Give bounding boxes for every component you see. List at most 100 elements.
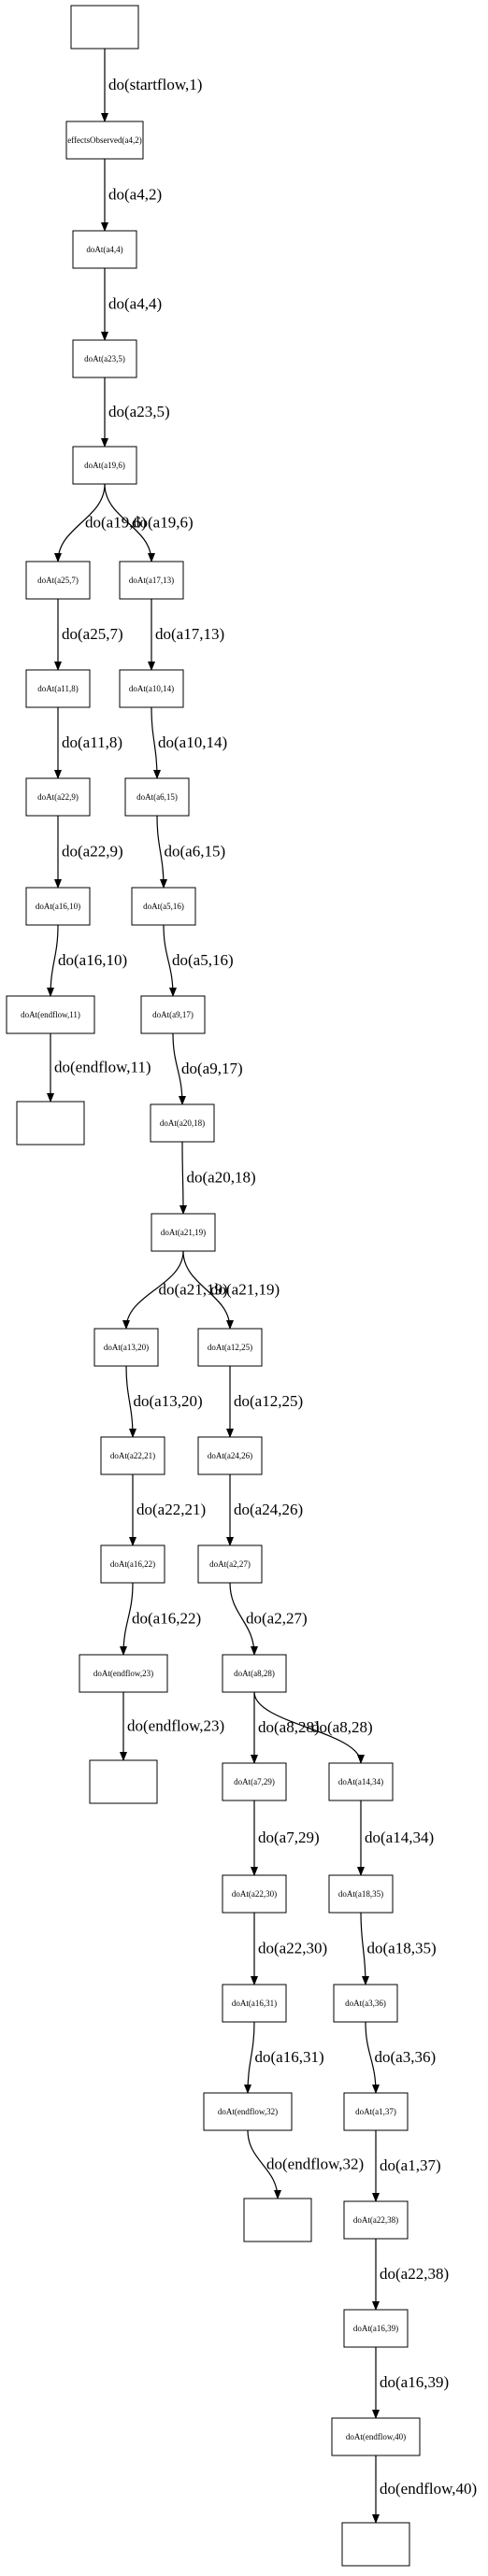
edge-arrow [125, 1365, 136, 1438]
node-box [124, 777, 190, 817]
edge-label: do(startflow,1) [108, 76, 202, 93]
terminal-node [89, 1759, 158, 1804]
node-box [341, 2522, 410, 2567]
node-label: doAt(a19,6) [84, 461, 125, 470]
state-node: doAt(a9,17) [140, 995, 206, 1034]
transition-edge: do(a20,18) [179, 1141, 256, 1215]
node-label: doAt(a18,35) [338, 1889, 383, 1899]
transition-edge: do(a7,29) [251, 1800, 320, 1876]
edge-label: do(endflow,40) [380, 2480, 477, 2498]
node-box [93, 1328, 159, 1367]
state-node: doAt(a7,29) [222, 1762, 287, 1801]
node-label: doAt(a8,28) [234, 1669, 275, 1678]
edge-arrow [151, 706, 161, 779]
transition-edge: do(a4,4) [101, 268, 162, 341]
edge-label: do(a9,17) [181, 1060, 243, 1077]
node-box [222, 1984, 287, 2023]
node-box [197, 1328, 263, 1367]
node-box [119, 669, 184, 708]
node-label: doAt(a23,5) [84, 354, 125, 363]
node-label: doAt(a11,8) [37, 684, 78, 693]
node-label: doAt(a22,38) [353, 2215, 398, 2225]
state-node: doAt(a12,25) [197, 1328, 263, 1367]
node-label: doAt(a5,16) [143, 902, 184, 911]
transition-edge: do(a14,34) [357, 1800, 434, 1876]
edge-label: do(a8,28) [311, 1718, 373, 1736]
edge-label: do(a7,29) [258, 1829, 320, 1846]
transition-edge: do(a8,28) [253, 1691, 373, 1764]
edge-arrow [244, 2021, 255, 2094]
node-label: doAt(a20,18) [160, 1118, 205, 1128]
node-label: doAt(a22,21) [110, 1451, 155, 1460]
transition-edge: do(a9,17) [172, 1032, 243, 1105]
state-node: doAt(a3,36) [333, 1984, 398, 2023]
edge-label: do(a14,34) [365, 1829, 434, 1846]
node-label: doAt(endflow,32) [218, 2107, 278, 2116]
node-box [151, 1213, 216, 1252]
edge-label: do(a25,7) [62, 625, 123, 643]
edge-arrow [122, 1250, 184, 1330]
edge-label: do(a22,38) [380, 2265, 449, 2283]
state-node: doAt(a1,37) [343, 2092, 409, 2131]
edge-label: do(a16,39) [380, 2373, 449, 2391]
node-box [65, 121, 144, 160]
node-label: doAt(a12,25) [208, 1343, 252, 1352]
node-box [72, 230, 137, 269]
transition-edge: do(a8,28) [251, 1692, 320, 1764]
node-label: doAt(a2,27) [209, 1559, 251, 1569]
transition-edge: do(endflow,40) [372, 2455, 477, 2524]
state-node: doAt(a24,26) [197, 1436, 263, 1475]
transition-edge: do(a1,37) [372, 2130, 441, 2202]
edge-label: do(endflow,11) [54, 1059, 151, 1076]
node-box [79, 1654, 168, 1693]
node-label: effectsObserved(a4,2) [67, 135, 142, 145]
node-label: doAt(a22,9) [37, 792, 79, 802]
edge-label: do(a16,31) [255, 2048, 324, 2066]
edge-label: do(a2,27) [246, 1610, 308, 1628]
edge-label: do(a3,36) [375, 2048, 437, 2066]
edge-label: do(a5,16) [172, 951, 234, 969]
node-box [343, 2200, 409, 2240]
state-node: doAt(a8,28) [222, 1654, 287, 1693]
node-box [72, 339, 137, 378]
transition-edge: do(a16,10) [47, 924, 127, 997]
node-box [328, 1874, 394, 1914]
node-box [203, 2092, 293, 2131]
transition-edge: do(a17,13) [148, 599, 224, 671]
transition-edge: do(endflow,32) [247, 2129, 364, 2199]
state-node: doAt(a22,38) [343, 2200, 409, 2240]
edge-label: do(a11,8) [62, 733, 122, 751]
transition-edge: do(a24,26) [226, 1473, 303, 1546]
state-node: doAt(a5,16) [131, 887, 196, 926]
transition-edge: do(a10,14) [151, 706, 227, 779]
transition-edge: do(a18,35) [360, 1912, 437, 1985]
node-box [222, 1654, 287, 1693]
state-node: doAt(a16,31) [222, 1984, 287, 2023]
edge-label: do(a24,26) [234, 1501, 303, 1518]
transition-edge: do(a19,6) [104, 483, 194, 562]
transition-edge: do(a16,39) [372, 2347, 449, 2419]
edge-label: do(a6,15) [165, 843, 226, 861]
edge-arrow [247, 2129, 281, 2199]
edge-label: do(a22,30) [258, 1940, 327, 1957]
node-label: doAt(a16,10) [36, 902, 80, 911]
state-node: doAt(a16,22) [100, 1544, 165, 1584]
node-box [25, 669, 91, 708]
node-box [100, 1436, 165, 1475]
edges-layer: do(startflow,1)do(a4,2)do(a4,4)do(a23,5)… [47, 49, 477, 2524]
transition-edge: do(a12,25) [226, 1365, 303, 1438]
node-box [343, 2092, 409, 2131]
node-label: doAt(a7,29) [234, 1777, 275, 1786]
state-node: doAt(a11,8) [25, 669, 91, 708]
node-label: doAt(a24,26) [208, 1451, 252, 1460]
state-node: doAt(endflow,11) [6, 995, 95, 1034]
node-box [25, 777, 91, 817]
state-node: doAt(a10,14) [119, 669, 184, 708]
edge-label: do(a4,2) [108, 186, 162, 204]
state-node: doAt(a22,9) [25, 777, 91, 817]
node-box [25, 561, 91, 600]
node-box [333, 1984, 398, 2023]
transition-edge: do(endflow,23) [120, 1692, 224, 1761]
node-box [150, 1103, 215, 1143]
